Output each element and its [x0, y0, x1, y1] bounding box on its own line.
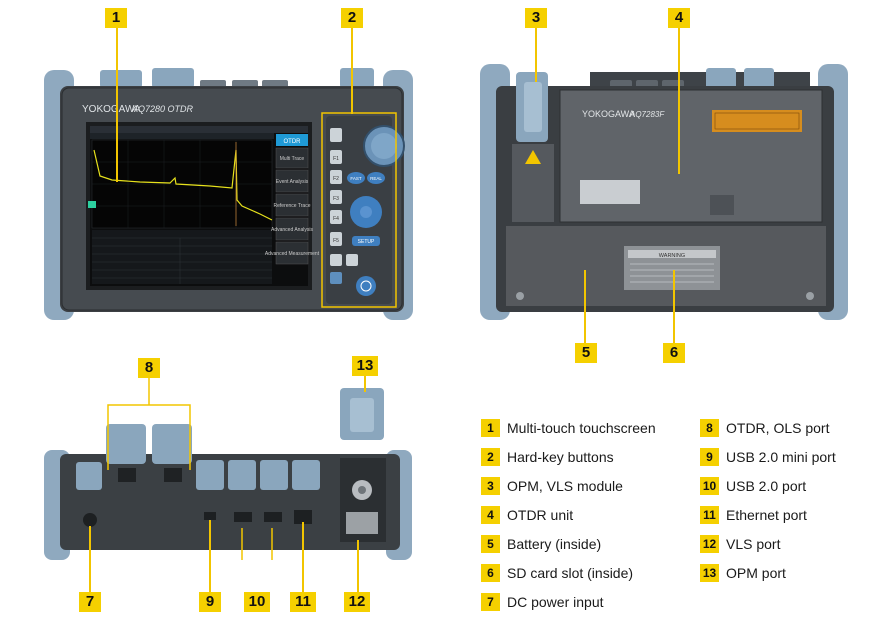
- svg-text:F1: F1: [333, 156, 339, 162]
- softkey-multi-trace[interactable]: [275, 147, 309, 169]
- callout-10: 10: [244, 592, 270, 612]
- svg-text:SETUP: SETUP: [358, 239, 375, 245]
- f2-key[interactable]: [330, 170, 342, 184]
- callout-4: 4: [668, 8, 690, 28]
- svg-text:F2: F2: [333, 176, 339, 182]
- callout-7: 7: [79, 592, 101, 612]
- usb-mini-port[interactable]: [204, 512, 216, 520]
- svg-text:Multi Trace: Multi Trace: [280, 156, 305, 162]
- softkey-event-analysis[interactable]: [275, 169, 309, 193]
- warning-label: WARNING: [659, 253, 685, 259]
- softkey-advanced-measurement[interactable]: [275, 241, 309, 265]
- back-brand: YOKOGAWA: [582, 109, 635, 119]
- svg-text:FAST: FAST: [350, 176, 362, 181]
- back-model: AQ7283F: [629, 110, 665, 119]
- softkey-column: OTDR Multi Trace Event Analysis Referenc…: [265, 134, 320, 265]
- callout-9-leader: [209, 520, 211, 592]
- callout-1-leader: [116, 24, 118, 182]
- callout-2-leader: [351, 24, 353, 114]
- callout-4-leader: [678, 24, 680, 174]
- svg-text:Advanced Measurement: Advanced Measurement: [265, 251, 320, 257]
- callout-2: 2: [341, 8, 363, 28]
- otdr-port-cap[interactable]: [106, 424, 146, 464]
- back-view-device: YOKOGAWA AQ7283F WARNING: [480, 64, 848, 320]
- ols-port-cap[interactable]: [152, 424, 192, 464]
- callout-5-leader: [584, 270, 586, 344]
- front-view-device: YOKOGAWA AQ7280 OTDR OTDR Multi Tra: [44, 68, 413, 320]
- callout-13: 13: [352, 356, 378, 376]
- usb-port-2[interactable]: [264, 512, 282, 522]
- callout-6-leader: [673, 270, 675, 344]
- softkey-advanced-analysis[interactable]: [275, 217, 309, 241]
- callout-1: 1: [105, 8, 127, 28]
- function-keys: F1 F2 F3 F4 F5: [330, 128, 342, 246]
- setup-key[interactable]: [352, 236, 380, 246]
- f1-key[interactable]: [330, 150, 342, 164]
- fast-key[interactable]: [347, 172, 365, 184]
- callout-8: 8: [138, 358, 160, 378]
- f5-key[interactable]: [330, 232, 342, 246]
- dc-power-input[interactable]: [83, 513, 97, 527]
- vls-port[interactable]: [346, 512, 378, 534]
- svg-text:Event Analysis: Event Analysis: [276, 179, 309, 185]
- callout-12-leader: [357, 540, 359, 592]
- realtime-key[interactable]: [367, 172, 385, 184]
- f3-key[interactable]: [330, 190, 342, 204]
- svg-text:Reference Trace: Reference Trace: [274, 203, 311, 209]
- ports-view-device: [44, 374, 412, 560]
- svg-text:F5: F5: [333, 238, 339, 244]
- softkey-otdr[interactable]: [276, 134, 308, 146]
- f4-key[interactable]: [330, 210, 342, 224]
- ethernet-port[interactable]: [294, 510, 312, 524]
- front-model: AQ7280 OTDR: [131, 104, 194, 114]
- callout-11: 11: [290, 592, 316, 612]
- callout-12: 12: [344, 592, 370, 612]
- callout-11-leader: [302, 522, 304, 592]
- svg-text:REAL: REAL: [370, 176, 382, 181]
- svg-text:Advanced Analysis: Advanced Analysis: [271, 227, 313, 233]
- callout-13-leader: [364, 374, 366, 392]
- svg-text:OTDR: OTDR: [284, 139, 302, 145]
- callout-5: 5: [575, 343, 597, 363]
- callout-6: 6: [663, 343, 685, 363]
- callout-3-leader: [535, 24, 537, 82]
- softkey-reference-trace[interactable]: [275, 193, 309, 217]
- svg-text:F4: F4: [333, 216, 339, 222]
- callout-3: 3: [525, 8, 547, 28]
- svg-text:F3: F3: [333, 196, 339, 202]
- callout-9: 9: [199, 592, 221, 612]
- usb-port-1[interactable]: [234, 512, 252, 522]
- callout-7-leader: [89, 526, 91, 592]
- front-brand: YOKOGAWA: [82, 104, 141, 115]
- power-button[interactable]: [356, 276, 376, 296]
